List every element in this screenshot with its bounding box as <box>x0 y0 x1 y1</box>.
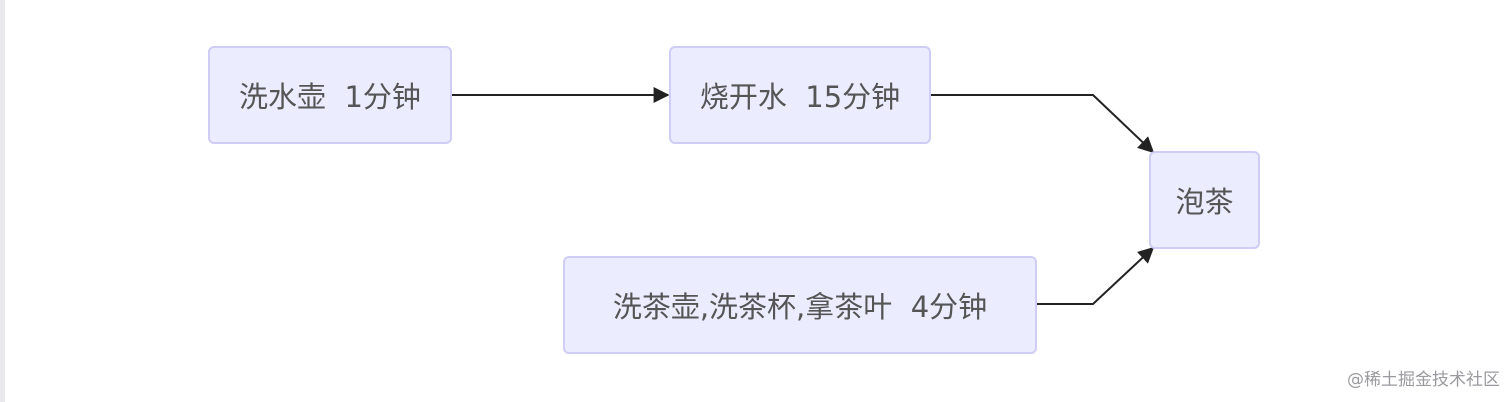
node-brew-tea: 泡茶 <box>1149 151 1260 249</box>
node-wash-kettle: 洗水壶 1分钟 <box>208 46 452 144</box>
edge-wash-teapot-cups-to-brew-tea <box>1037 246 1155 305</box>
left-edge-strip <box>0 0 5 402</box>
node-wash-teapot-cups: 洗茶壶,洗茶杯,拿茶叶 4分钟 <box>563 256 1037 354</box>
watermark-text: @稀土掘金技术社区 <box>1347 370 1500 390</box>
node-boil-water: 烧开水 15分钟 <box>669 46 931 144</box>
edge-boil-water-to-brew-tea <box>931 94 1155 154</box>
